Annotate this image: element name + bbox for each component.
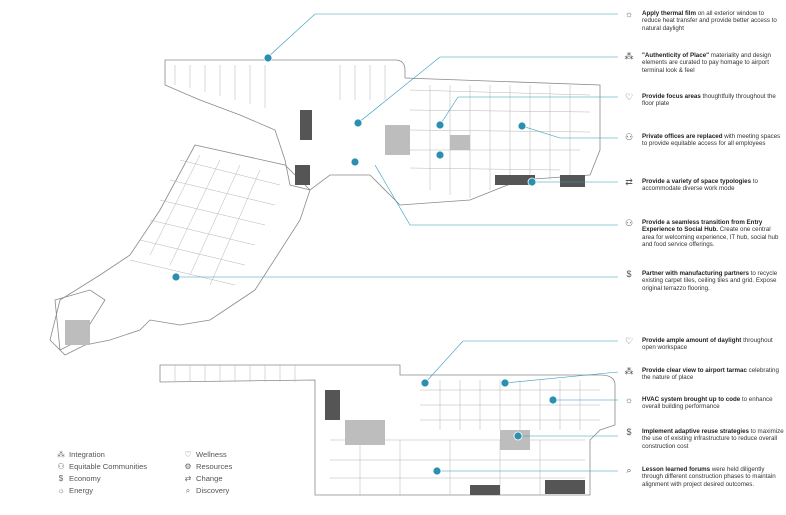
community-icon: ⚇ — [624, 218, 634, 228]
callout-private-offices: ⚇ Private offices are replaced with meet… — [625, 132, 784, 148]
callout-authenticity: ⁂ "Authenticity of Place" materiality an… — [625, 51, 784, 74]
legend-item-energy: ☼Energy — [55, 485, 147, 497]
energy-icon: ☼ — [57, 486, 65, 495]
wellness-icon: ♡ — [184, 450, 192, 459]
legend-item-economy: $Economy — [55, 473, 147, 485]
marker-7 — [527, 177, 537, 187]
callout-daylight: ♡ Provide ample amount of daylight throu… — [625, 336, 784, 352]
marker-12 — [513, 431, 523, 441]
callout-manufacturing-partners: $ Partner with manufacturing partners to… — [626, 269, 784, 292]
marker-8 — [171, 272, 181, 282]
legend-item-equitable-communities: ⚇Equitable Communities — [55, 461, 147, 473]
integration-icon: ⁂ — [624, 366, 634, 376]
lower-floor-plan — [159, 364, 616, 496]
legend-item-change: ⇄Change — [182, 473, 232, 485]
callout-thermal-film: ☼ Apply thermal film on all exterior win… — [625, 9, 784, 32]
callout-tarmac-view: ⁂ Provide clear view to airport tarmac c… — [625, 366, 784, 382]
marker-5 — [350, 157, 360, 167]
callout-markers — [171, 53, 558, 476]
community-icon: ⚇ — [57, 462, 65, 471]
legend-right: ♡Wellness ⚙Resources ⇄Change ⌕Discovery — [182, 449, 232, 497]
legend-item-resources: ⚙Resources — [182, 461, 232, 473]
wellness-icon: ♡ — [624, 336, 634, 346]
marker-13 — [432, 466, 442, 476]
lower-gray-blocks — [345, 420, 530, 450]
marker-2 — [353, 118, 363, 128]
callout-hvac: ☼ HVAC system brought up to code to enha… — [625, 395, 784, 411]
community-icon: ⚇ — [624, 132, 634, 142]
upper-floor-rooms — [129, 65, 591, 286]
marker-6 — [435, 150, 445, 160]
upper-dark-blocks — [295, 110, 585, 187]
leader-lines — [176, 13, 619, 472]
upper-floor-plan — [49, 59, 601, 356]
legend-item-wellness: ♡Wellness — [182, 449, 232, 461]
legend-left: ⁂Integration ⚇Equitable Communities $Eco… — [55, 449, 147, 497]
lightbulb-icon: ☼ — [624, 9, 634, 19]
economy-icon: $ — [626, 427, 632, 437]
legend-item-discovery: ⌕Discovery — [182, 485, 232, 497]
wellness-icon: ♡ — [624, 92, 634, 102]
economy-icon: $ — [58, 474, 64, 483]
integration-icon: ⁂ — [624, 51, 634, 61]
callout-lesson-learned: ⌕ Lesson learned forums were held dilige… — [626, 465, 784, 488]
marker-9 — [420, 378, 430, 388]
marker-4 — [517, 121, 527, 131]
marker-3 — [435, 120, 445, 130]
callout-adaptive-reuse: $ Implement adaptive reuse strategies to… — [626, 427, 784, 450]
change-icon: ⇄ — [625, 177, 633, 187]
economy-icon: $ — [626, 269, 632, 279]
lower-dark-blocks — [325, 390, 585, 495]
legend-item-integration: ⁂Integration — [57, 450, 105, 459]
lightbulb-icon: ☼ — [624, 395, 634, 405]
upper-gray-blocks — [65, 125, 470, 345]
callout-space-typologies: ⇄ Provide a variety of space typologies … — [625, 177, 784, 193]
callout-focus-areas: ♡ Provide focus areas thoughtfully throu… — [625, 92, 784, 108]
marker-10 — [500, 378, 510, 388]
integration-icon: ⁂ — [57, 450, 65, 459]
marker-1 — [263, 53, 273, 63]
discovery-icon: ⌕ — [626, 465, 632, 475]
callout-seamless-transition: ⚇ Provide a seamless transition from Ent… — [625, 218, 784, 248]
change-icon: ⇄ — [184, 474, 192, 483]
discovery-icon: ⌕ — [185, 486, 191, 495]
lower-floor-rooms — [174, 365, 600, 495]
marker-11 — [548, 395, 558, 405]
resources-icon: ⚙ — [184, 462, 192, 471]
